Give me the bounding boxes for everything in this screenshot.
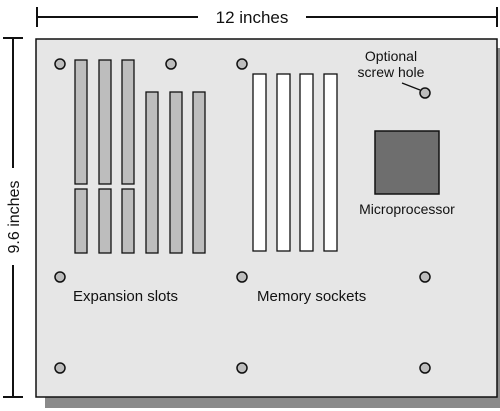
expansion-slot — [192, 91, 206, 254]
screw-hole — [236, 271, 248, 283]
expansion-slot — [98, 188, 112, 254]
screw-hole — [54, 271, 66, 283]
screw-hole-label-line1: Optional — [365, 48, 417, 64]
screw-hole — [236, 58, 248, 70]
screw-hole — [54, 58, 66, 70]
memory-socket — [276, 73, 291, 252]
memory-socket — [252, 73, 267, 252]
screw-hole — [54, 362, 66, 374]
expansion-slot — [169, 91, 183, 254]
width-dimension-label: 12 inches — [216, 8, 289, 27]
screw-holes — [54, 58, 431, 374]
expansion-slot — [121, 59, 135, 185]
screw-hole — [419, 362, 431, 374]
memory-socket — [323, 73, 338, 252]
width-dimension: 12 inches — [36, 7, 498, 27]
expansion-slots-label: Expansion slots — [73, 288, 178, 305]
expansion-slot — [98, 59, 112, 185]
height-dimension-label: 9.6 inches — [6, 181, 23, 254]
expansion-slot — [121, 188, 135, 254]
screw-hole-leader-line — [401, 82, 421, 91]
screw-hole — [419, 271, 431, 283]
microprocessor-label: Microprocessor — [359, 201, 455, 217]
memory-sockets — [252, 73, 338, 252]
screw-hole — [419, 87, 431, 99]
memory-sockets-label: Memory sockets — [257, 288, 366, 305]
expansion-slot — [74, 59, 88, 185]
expansion-slot — [74, 188, 88, 254]
screw-hole — [165, 58, 177, 70]
expansion-slots — [74, 59, 206, 254]
expansion-slot — [145, 91, 159, 254]
height-dimension: 9.6 inches — [3, 37, 23, 398]
screw-hole — [236, 362, 248, 374]
screw-hole-label-line2: screw hole — [358, 64, 425, 80]
memory-socket — [299, 73, 314, 252]
microprocessor-chip — [374, 130, 440, 195]
